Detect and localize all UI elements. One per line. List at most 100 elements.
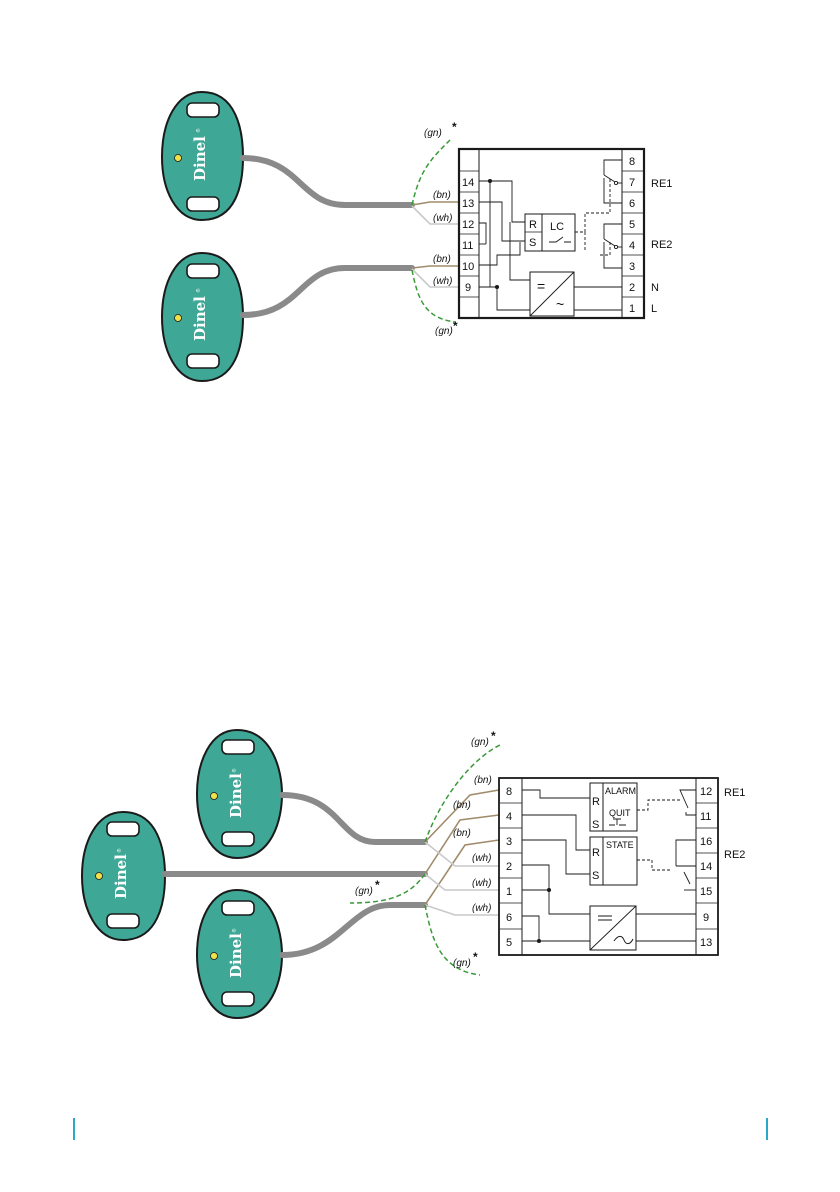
terminal-12: 12 (700, 786, 712, 798)
terminal-8: 8 (629, 156, 635, 168)
mounting-slot-top (187, 103, 219, 117)
wire-label-bn-2: (bn) (453, 800, 471, 811)
sensor-a-cable (282, 795, 425, 842)
terminal-3: 3 (506, 836, 512, 848)
relay-label-re2: RE2 (724, 849, 745, 861)
mounting-slot-bottom (187, 354, 219, 368)
diagram-1: Dinel ® Dinel ® (gn) * (bn) (wh) (bn) (w… (162, 92, 672, 381)
wire-label-wh-3: (wh) (472, 903, 491, 914)
sensor-1-cable (243, 158, 412, 205)
terminal-11: 11 (700, 811, 711, 823)
relay-label-re2: RE2 (651, 239, 672, 251)
wire-label-gn-2: (gn) (435, 326, 453, 337)
supply-label-n: N (651, 282, 659, 294)
mounting-slot-top (222, 901, 254, 915)
wire-bn-2 (412, 266, 461, 268)
terminal-4: 4 (629, 240, 635, 252)
mounting-slot-bottom (222, 992, 254, 1006)
alarm-label: ALARM (605, 786, 636, 796)
terminal-12: 12 (462, 219, 474, 231)
brand-logo: Dinel (112, 854, 130, 899)
terminal-4: 4 (506, 811, 512, 823)
level-sensor-c: Dinel ® (197, 890, 282, 1018)
terminal-9: 9 (703, 912, 709, 924)
terminal-1: 1 (506, 886, 512, 898)
terminal-13: 13 (700, 937, 712, 949)
status-led-icon (175, 315, 182, 322)
level-sensor-2: Dinel ® (162, 253, 243, 381)
wire-label-gn-b: (gn) (355, 886, 373, 897)
terminal-15: 15 (700, 886, 712, 898)
terminal-9: 9 (465, 282, 471, 294)
terminal-1: 1 (629, 303, 635, 315)
state-rs-r: R (592, 847, 600, 859)
wire-label-bn-1: (bn) (474, 775, 492, 786)
diagram-2: Dinel ® Dinel ® Dinel ® (82, 729, 745, 1018)
wire-label-star-a: * (491, 729, 496, 743)
wire-label-wh-1: (wh) (433, 213, 452, 224)
terminal-11: 11 (462, 240, 473, 252)
terminal-2: 2 (506, 861, 512, 873)
terminal-14: 14 (700, 861, 712, 873)
terminal-13: 13 (462, 198, 474, 210)
terminal-3: 3 (629, 261, 635, 273)
status-led-icon (96, 873, 103, 880)
mounting-slot-bottom (107, 914, 139, 928)
terminal-6: 6 (629, 198, 635, 210)
mounting-slot-top (107, 822, 139, 836)
terminal-10: 10 (462, 261, 474, 273)
status-led-icon (211, 793, 218, 800)
relay-label-re1: RE1 (724, 787, 745, 799)
rs-label-r: R (529, 219, 537, 231)
wire-label-wh-1: (wh) (472, 853, 491, 864)
brand-registered-mark: ® (231, 768, 238, 773)
terminal-5: 5 (506, 937, 512, 949)
rs-label-s: S (529, 237, 536, 249)
mounting-slot-bottom (187, 197, 219, 211)
terminal-6: 6 (506, 912, 512, 924)
brand-logo: Dinel (191, 136, 209, 181)
brand-registered-mark: ® (116, 848, 123, 853)
brand-logo: Dinel (191, 296, 209, 341)
status-led-icon (211, 953, 218, 960)
level-sensor-b: Dinel ® (82, 812, 165, 940)
supply-label-l: L (651, 303, 657, 315)
wire-label-star-b: * (375, 878, 380, 892)
state-label: STATE (606, 840, 634, 850)
brand-logo: Dinel (227, 773, 245, 818)
ac-symbol: ~ (556, 296, 564, 312)
terminal-7: 7 (629, 177, 635, 189)
mounting-slot-top (187, 264, 219, 278)
wire-label-wh-2: (wh) (472, 878, 491, 889)
terminal-14: 14 (462, 177, 474, 189)
terminal-5: 5 (629, 219, 635, 231)
wire-label-gn-c: (gn) (453, 958, 471, 969)
state-rs-s: S (592, 870, 599, 882)
alarm-rs-r: R (592, 796, 600, 808)
status-led-icon (175, 155, 182, 162)
wire-bn-1 (412, 202, 461, 205)
alarm-rs-s: S (592, 819, 599, 831)
mounting-slot-bottom (222, 832, 254, 846)
mounting-slot-top (222, 740, 254, 754)
wire-label-bn-2: (bn) (433, 254, 451, 265)
terminal-8: 8 (506, 786, 512, 798)
brand-registered-mark: ® (195, 288, 202, 293)
terminal-2: 2 (629, 282, 635, 294)
sensor-c-cable (282, 905, 425, 955)
sensor-2-cable (243, 268, 412, 315)
relay-label-re1: RE1 (651, 178, 672, 190)
dc-symbol: = (537, 278, 545, 294)
wire-label-gn-1: (gn) (424, 128, 442, 139)
level-sensor-a: Dinel ® (197, 730, 282, 858)
wire-label-wh-2: (wh) (433, 276, 452, 287)
left-margin-bar (73, 1118, 75, 1140)
brand-logo: Dinel (227, 933, 245, 978)
brand-registered-mark: ® (195, 128, 202, 133)
wire-label-star-2: * (453, 319, 458, 333)
brand-registered-mark: ® (231, 928, 238, 933)
wire-label-star-c: * (473, 950, 478, 964)
wire-label-gn-a: (gn) (471, 737, 489, 748)
wire-label-bn-3: (bn) (453, 828, 471, 839)
